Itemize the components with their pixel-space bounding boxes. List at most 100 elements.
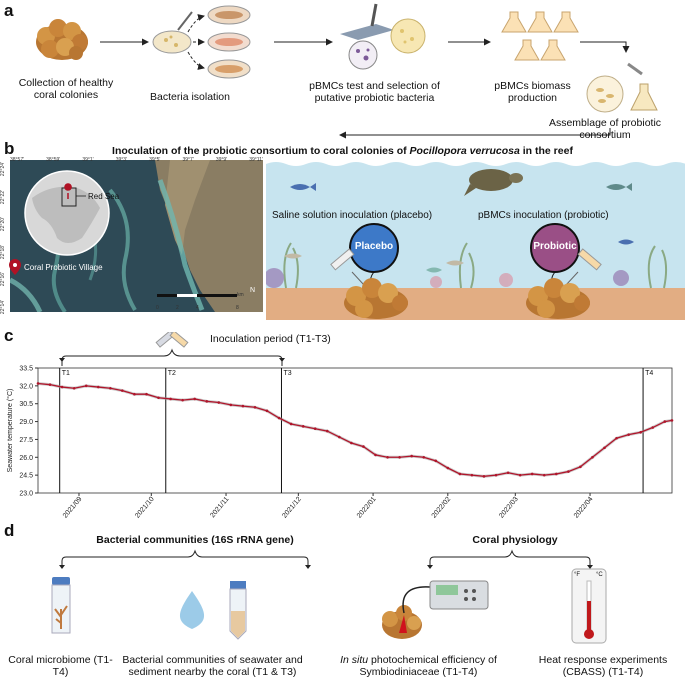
data-point [96, 385, 100, 389]
x-tick-label: 2022/04 [573, 496, 595, 520]
probiotic-bubble-label: Probiotic [533, 241, 577, 252]
data-point [169, 397, 172, 401]
data-point [651, 426, 655, 429]
y-tick-label: 27.5 [19, 437, 33, 444]
syringes-icon [155, 332, 189, 348]
data-point [470, 473, 474, 477]
pam-fluorometer-icon [382, 580, 489, 639]
data-point [374, 453, 377, 457]
x-tick-label: 2022/02 [431, 496, 453, 520]
item1-caption: Coral microbiome (T1-T4) [8, 654, 113, 678]
data-point [193, 397, 196, 401]
data-point [615, 436, 618, 440]
data-point [277, 416, 281, 420]
data-point [494, 473, 498, 477]
timepoint-label: T4 [645, 370, 653, 377]
y-tick-label: 24.5 [19, 473, 33, 480]
data-point [36, 382, 40, 385]
y-axis-label: Seawater temperature (°C) [6, 389, 14, 473]
coral-left-icon [344, 278, 408, 319]
coral-icon [36, 19, 88, 60]
x-tick-label: 2021/11 [209, 496, 230, 520]
data-point [301, 425, 305, 428]
header-physiology: Coral physiology [472, 534, 558, 546]
thermometer-icon [571, 568, 607, 644]
flasks-icon [501, 11, 579, 61]
data-point [663, 420, 667, 423]
timepoint-label: T1 [62, 370, 70, 377]
data-point [603, 446, 606, 450]
data-point [386, 455, 389, 459]
data-point [434, 459, 438, 463]
scale-bar [157, 294, 237, 297]
consortium-icon [586, 62, 658, 113]
map-left-ticks: 22°24' 22°22' 22°20' 22°18' 22°16' 22°14… [0, 162, 6, 314]
step5-caption: Assemblage of probiotic consortium [548, 117, 662, 141]
series-line [37, 382, 673, 477]
y-tick-label: 23.0 [19, 491, 33, 498]
data-point [639, 430, 642, 434]
series-error-band [37, 381, 673, 478]
x-tick-label: 2021/10 [134, 496, 156, 520]
data-point [530, 472, 534, 476]
data-point [60, 385, 64, 389]
data-point [591, 455, 594, 459]
data-point [670, 419, 674, 422]
data-point [362, 445, 365, 448]
data-point [84, 384, 88, 388]
village-label: Coral Probiotic Village [24, 263, 103, 272]
data-point [542, 473, 546, 477]
panel-b-label: b [4, 139, 15, 158]
x-tick-label: 2021/09 [62, 496, 84, 520]
data-point [289, 422, 293, 426]
panel-b-title: Inoculation of the probiotic consortium … [112, 145, 573, 157]
data-point [410, 454, 413, 458]
probiotic-caption: pBMCs inoculation (probiotic) [478, 210, 609, 221]
panel-c-label: c [4, 326, 14, 345]
data-point [313, 427, 317, 431]
y-tick-label: 33.5 [19, 366, 33, 373]
item4-caption: Heat response experiments (CBASS) (T1-T4… [538, 654, 668, 678]
coral-right-icon [526, 278, 590, 319]
data-point [567, 470, 570, 473]
reef-scene [266, 160, 685, 320]
data-point [338, 435, 341, 439]
step1-caption: Collection of healthy coral colonies [18, 77, 114, 101]
y-tick-label: 30.5 [19, 401, 33, 408]
data-point [627, 433, 630, 436]
data-point [518, 473, 522, 477]
map-top-ticks: 38°57'38°59'39°1'39°3'39°5'39°7'39°9'39°… [10, 157, 263, 163]
well-plate-icon [340, 3, 426, 70]
data-point [145, 392, 148, 396]
data-point [554, 472, 558, 476]
data-point [121, 389, 124, 392]
inoculation-brace [59, 332, 285, 366]
y-tick-label: 32.0 [19, 383, 33, 390]
step2-caption: Bacteria isolation [150, 91, 230, 103]
coral-tube-icon [51, 577, 71, 634]
temperature-chart: 33.532.030.529.027.526.024.523.0Seawater… [6, 366, 674, 520]
timepoint-label: T3 [283, 370, 291, 377]
y-tick-label: 26.0 [19, 455, 33, 462]
data-point [446, 466, 450, 470]
data-point [205, 400, 209, 403]
sediment-tube-icon [229, 581, 247, 640]
data-point [482, 475, 486, 478]
culture-dishes-icon [207, 5, 251, 79]
inoculation-label: Inoculation period (T1-T3) [210, 333, 331, 345]
water-drop-icon [179, 591, 205, 629]
x-tick-label: 2021/12 [281, 496, 303, 520]
data-point [157, 396, 160, 400]
turtle-icon [464, 169, 523, 196]
panel-a-label: a [4, 1, 14, 20]
thermometer-f-label: °F [574, 572, 581, 578]
item2-caption: Bacterial communities of seawater and se… [122, 654, 303, 678]
syringe-left-icon [330, 248, 365, 286]
petri-dish-icon [152, 11, 193, 54]
step4-caption: pBMCs biomass production [494, 80, 571, 104]
syringe-right-icon [565, 248, 602, 286]
placebo-caption: Saline solution inoculation (placebo) [272, 210, 433, 221]
globe-inset [24, 170, 110, 256]
data-point [325, 429, 329, 433]
data-point [133, 392, 136, 396]
